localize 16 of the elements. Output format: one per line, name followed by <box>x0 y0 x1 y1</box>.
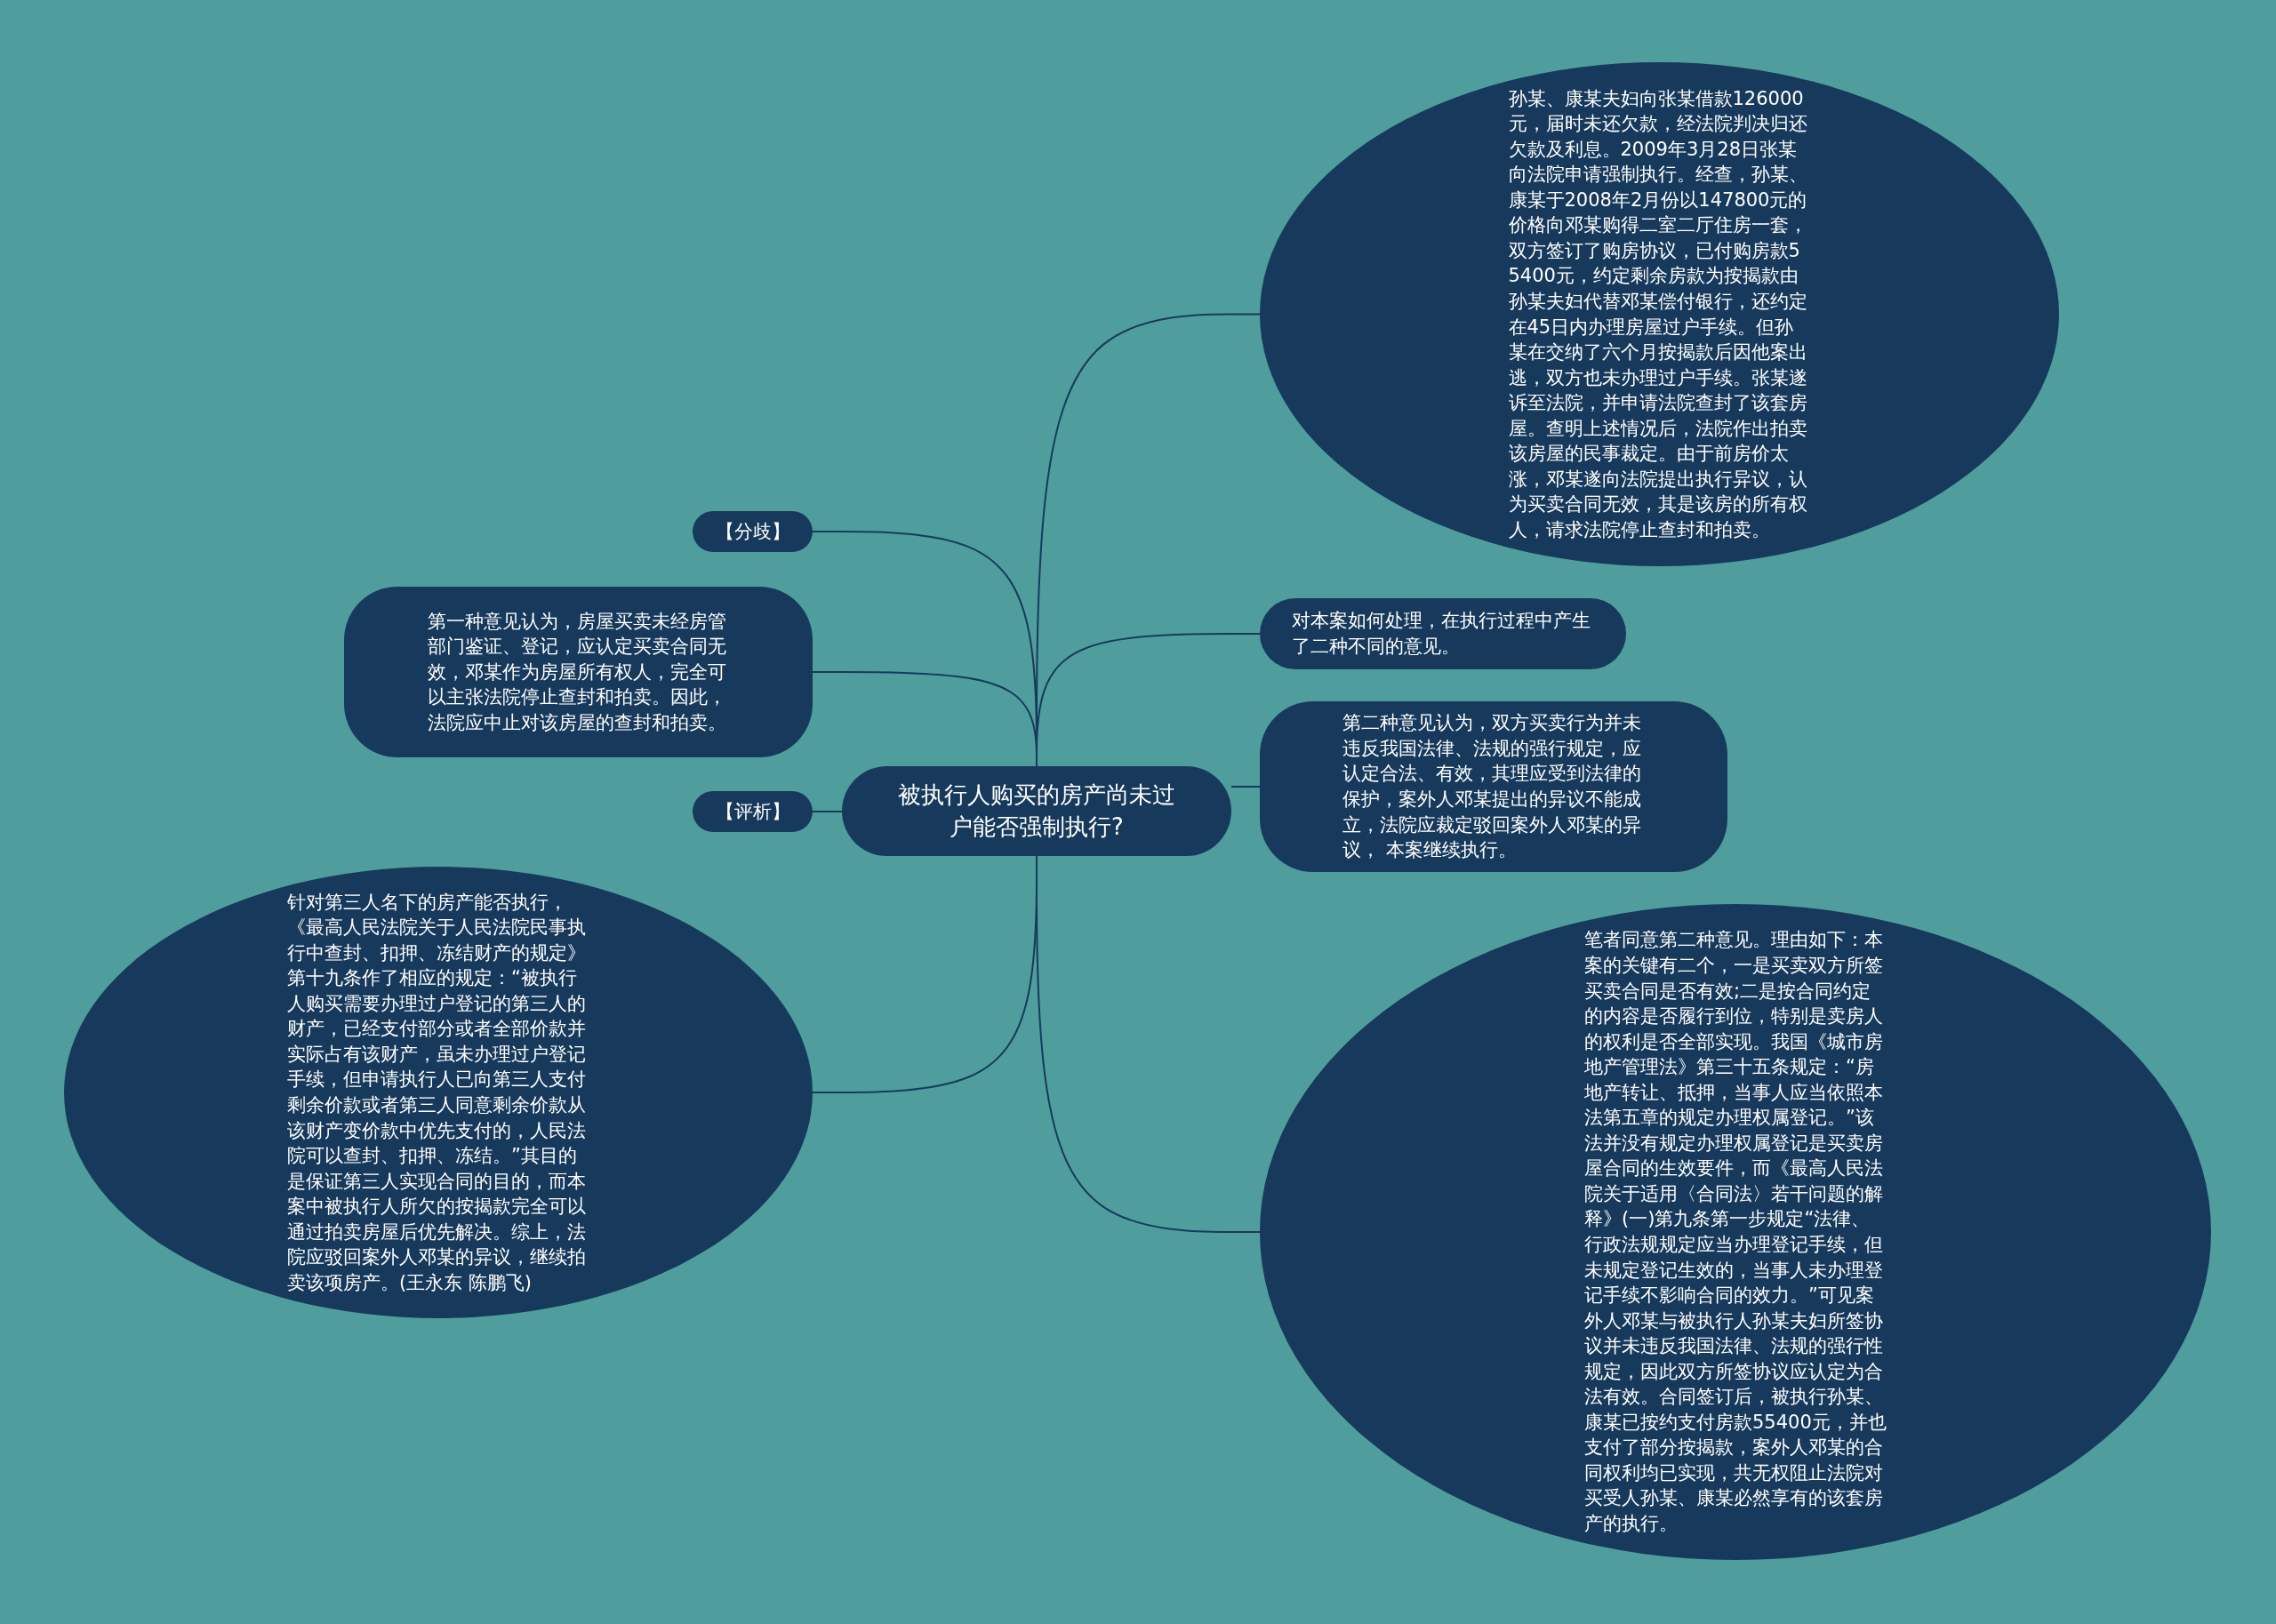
node-text: 针对第三人名下的房产能否执行，《最高人民法院关于人民法院民事执行中查封、扣押、冻结财产的规定》第十九条作了相应的规定：“被执行人购买需要办理过户登记的第三人的财产，已经支付部分或者全部价款并实际占有该财产，虽未办理过户登记手续，但申请执行人已向第三人支付剩余价款或者第三人同意剩余价款从该财产变价款中优先支付的，人民法院可以查封、扣押、冻结。”其目的是保证第三人实现合同的目的，而本案中被执行人所欠的按揭款完全可以通过拍卖房屋后优先解决。综上，法院应驳回案外人邓某的异议，继续拍卖该项房产。(王永东 陈鹏飞) <box>287 890 587 1295</box>
node-text: 被执行人购买的房产尚未过户能否强制执行? <box>897 780 1176 842</box>
rounded-node <box>1260 701 1727 872</box>
node-text: 笔者同意第二种意见。理由如下：本案的关键有二个，一是买卖双方所签买卖合同是否有效;二是按合同约定的内容是否履行到位，特别是卖房人的权利是否全部实现。我国《城市房地产管理法》第三十五条规定：“房地产转让、抵押，当事人应当依照本法第五章的规定办理权属登记。”该法并没有规定办理权属登记是买卖房屋合同的生效要件，而《最高人民法院关于适用〈合同法〉若干问题的解释》(一)第九条第一步规定“法律、行政法规规定应当办理登记手续，但未规定登记生效的，当事人未办理登记手续不影响合同的效力。”可见案外人邓某与被执行人孙某夫妇所签协议并未违反我国法律、法规的强行性规定，因此双方所签协议应认定为合法有效。合同签订后，被执行孙某、康某已按约支付房款55400元，并也支付了部分按揭款，案外人邓某的合同权利均已实现，共无权阻止法院对买受人孙某、康某必然享有的该套房产的执行。 <box>1584 928 1887 1536</box>
connector-line <box>1230 786 1261 788</box>
node-text: 对本案如何处理，在执行过程中产生了二种不同的意见。 <box>1292 609 1591 659</box>
rounded-node <box>693 511 813 552</box>
connector-line <box>812 811 843 812</box>
node-text: 孙某、康某夫妇向张某借款126000元，届时未还欠款，经法院判决归还欠款及利息。2009年3月28日张某向法院申请强制执行。经查，孙某、康某于2008年2月份以147800元的价格向邓某购得二室二厅住房一套，双方签订了购房协议，已付购房款55400元，约定剩余房款为按揭款由孙某夫妇代替邓某偿付银行，还约定在45日内办理房屋过户手续。但孙某在交纳了六个月按揭款后因他案出逃，双方也未办理过户手续。张某遂诉至法院，并申请法院查封了该套房屋。查明上述情况后，法院作出拍卖该房屋的民事裁定。由于前房价太涨，邓某遂向法院提出执行异议，认为买卖合同无效，其是该房的所有权人，请求法院停止查封和拍卖。 <box>1508 86 1808 542</box>
node-text: 【评析】 <box>714 799 791 824</box>
rounded-node <box>344 587 813 757</box>
connector-line <box>1036 633 1261 767</box>
node-text: 第二种意见认为，双方买卖行为并未违反我国法律、法规的强行规定，应认定合法、有效，其理应受到法律的保护，案外人邓某提出的异议不能成立，法院应裁定驳回案外人邓某的异议， 本案继续执行。 <box>1342 711 1642 863</box>
rounded-node <box>693 791 813 832</box>
node-text: 【分歧】 <box>714 519 791 544</box>
node-text: 第一种意见认为，房屋买卖未经房管部门鉴证、登记，应认定买卖合同无效，邓某作为房屋所有权人，完全可以主张法院停止查封和拍卖。因此，法院应中止对该房屋的查封和拍卖。 <box>427 609 727 735</box>
